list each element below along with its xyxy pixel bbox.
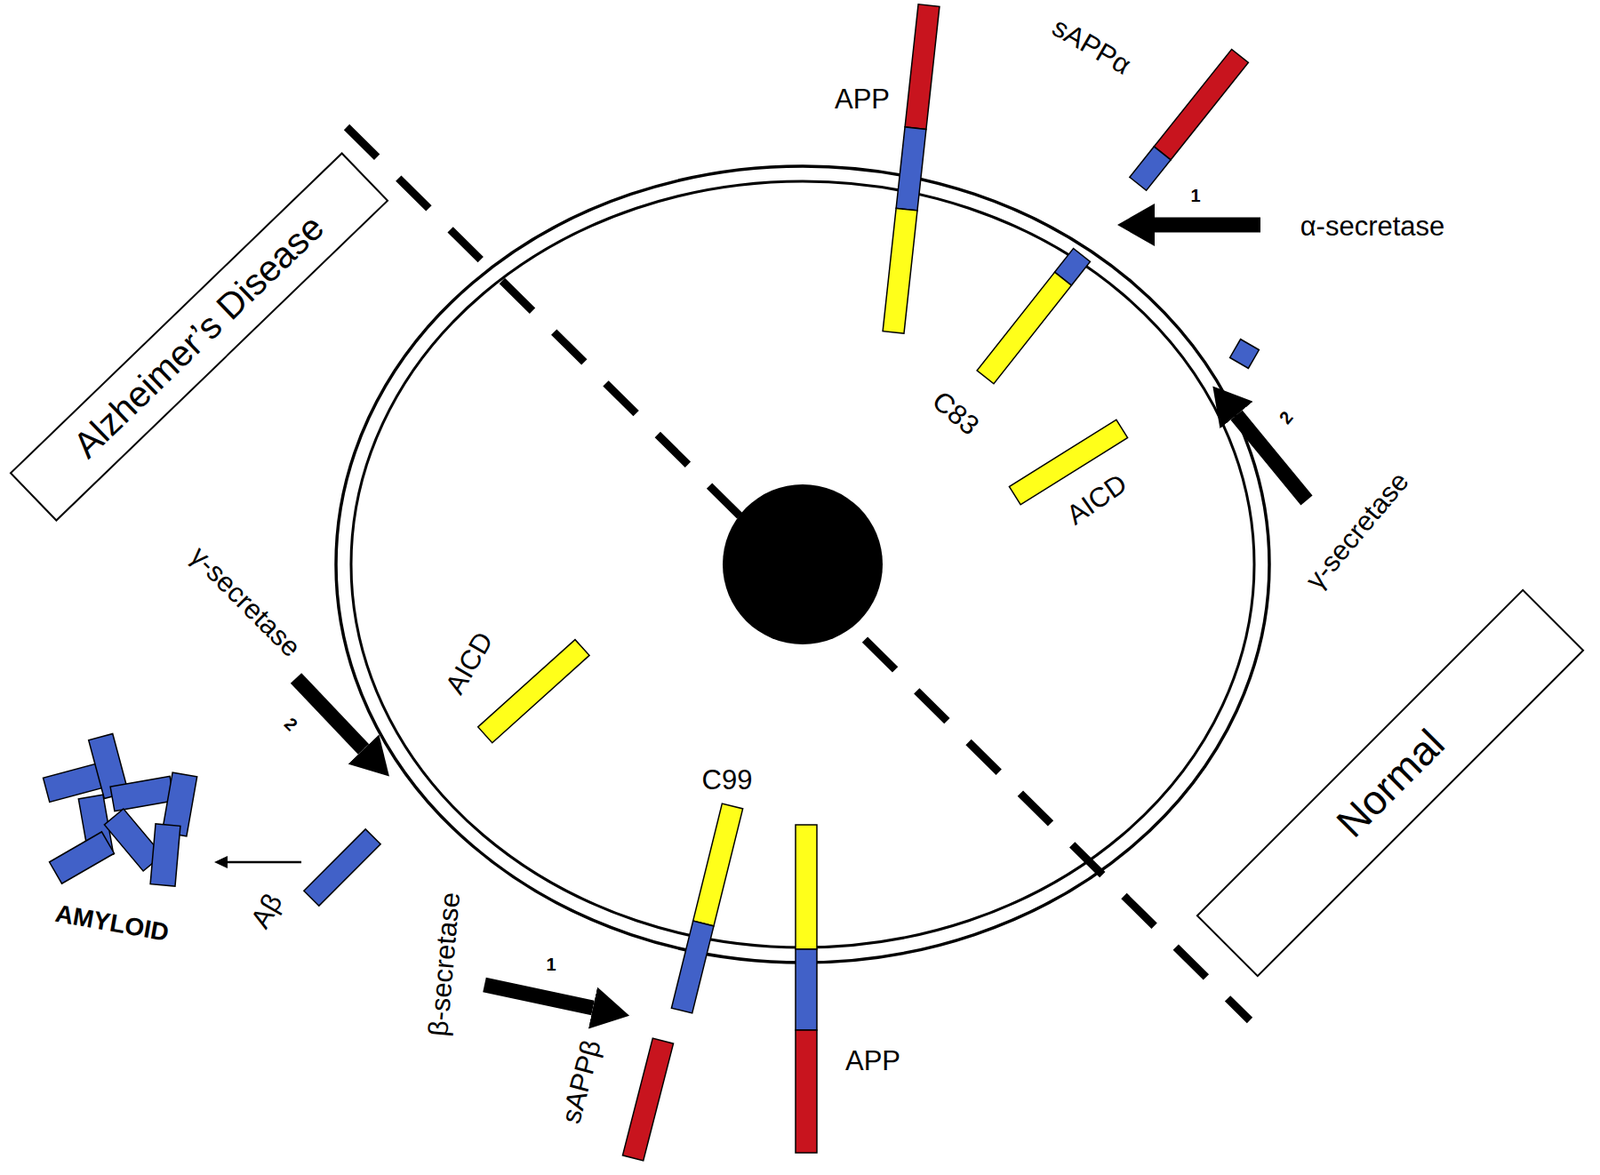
enzyme-label: γ-secretase: [1299, 465, 1416, 595]
fragment-label: C99: [702, 764, 753, 796]
fragment-label: Aβ: [244, 888, 289, 934]
cell-membrane-outer: [336, 166, 1270, 963]
p3-fragment: [1230, 339, 1260, 369]
fragment-label: sAPPα: [1047, 11, 1136, 82]
enzyme-label: γ-secretase: [1299, 465, 1416, 596]
sapp-alpha-bar: [1129, 49, 1249, 192]
amyloid-label: AMYLOID: [53, 899, 172, 948]
disease-state-box: Alzheimer’s Disease: [9, 152, 390, 522]
abeta-bar: [304, 829, 381, 906]
amyloid-aggregate: [43, 734, 198, 888]
app-bar: [882, 4, 940, 334]
box-title: Alzheimer’s Disease: [65, 207, 333, 467]
sapp-beta-bar: [622, 1038, 673, 1161]
divider-line: [346, 127, 1250, 1021]
enzyme-label: α-secretase: [1300, 210, 1446, 242]
fragment-label: Aβ: [244, 888, 289, 934]
gamma-secretase-arrow: [1236, 415, 1307, 501]
fragment-label: sAPPβ: [554, 1036, 608, 1127]
amyloid-label: AMYLOID: [53, 899, 172, 947]
step-number: 1: [1190, 185, 1200, 206]
enzyme-label: β-secretase: [422, 890, 466, 1038]
fragment-label: APP: [834, 83, 890, 116]
step-number: 2: [280, 713, 302, 736]
aicd-bar: [478, 640, 590, 744]
app-bar: [795, 824, 817, 1153]
fragment-label: sAPPα: [1047, 11, 1136, 81]
aggregation-arrow: [227, 861, 302, 864]
enzyme-label: γ-secretase: [184, 540, 307, 664]
step-number: 1: [545, 954, 556, 975]
box-title: Normal: [1327, 720, 1454, 847]
enzyme-label: β-secretase: [422, 890, 467, 1038]
step-number: 1: [545, 954, 556, 976]
fragment-label: APP: [845, 1045, 901, 1077]
step-number: 1: [1190, 185, 1200, 207]
step-number: 2: [1275, 407, 1298, 428]
step-number: 2: [280, 713, 302, 735]
gamma-secretase-arrow: [296, 678, 364, 750]
enzyme-label: α-secretase: [1300, 210, 1446, 243]
fragment-label: APP: [834, 83, 890, 115]
alpha-secretase-arrow: [1154, 217, 1261, 233]
nucleus: [722, 484, 883, 645]
fragment-label: APP: [845, 1045, 901, 1078]
c99-bar: [671, 803, 743, 1014]
enzyme-label: γ-secretase: [184, 540, 308, 664]
step-number: 2: [1275, 407, 1297, 428]
c83-bar: [976, 248, 1090, 384]
fragment-label: C99: [702, 764, 753, 797]
beta-secretase-arrow: [484, 984, 593, 1008]
fragment-label: sAPPβ: [554, 1036, 607, 1127]
